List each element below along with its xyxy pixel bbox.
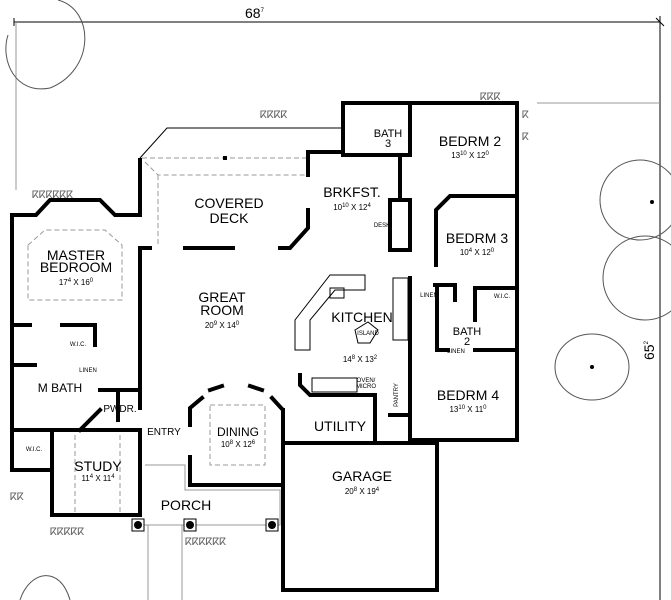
linen-label: LINEN — [447, 349, 465, 355]
svg-text:ⴽⴽⴽⴽⴽⴽ: ⴽⴽⴽⴽⴽⴽ — [32, 190, 73, 201]
brkfst-size: 1010 X 124 — [333, 203, 371, 212]
svg-text:ⴽⴽⴽⴽ: ⴽⴽⴽⴽ — [260, 110, 288, 121]
oven-label: OVEN/MICRO — [356, 378, 376, 390]
bedrm2-label: BEDRM 2 — [439, 133, 501, 149]
linen-label: LINEN — [420, 293, 438, 299]
svg-text:ⴽⴽⴽ: ⴽⴽⴽ — [480, 92, 501, 103]
svg-text:ⴽ: ⴽ — [522, 132, 529, 143]
island-label: ISLAND — [357, 331, 379, 337]
porch — [27, 229, 281, 600]
svg-text:ⴽ: ⴽ — [522, 110, 529, 121]
svg-text:ⴽⴽⴽⴽⴽ: ⴽⴽⴽⴽⴽ — [50, 527, 84, 538]
master-bedroom-size: 174 X 160 — [59, 278, 94, 287]
covered-deck — [139, 127, 343, 246]
bedrm4-size: 1310 X 110 — [449, 405, 487, 414]
wic-label: W.I.C. — [494, 294, 511, 300]
utility-label: UTILITY — [314, 418, 367, 434]
svg-text:ⴽⴽ: ⴽⴽ — [10, 492, 24, 503]
svg-text:ⴽⴽⴽⴽⴽⴽ: ⴽⴽⴽⴽⴽⴽ — [185, 537, 226, 548]
kitchen-counters — [294, 274, 409, 393]
dining-size: 108 X 126 — [221, 440, 256, 449]
porch-column — [186, 521, 194, 529]
m-bath-label: M BATH — [38, 381, 82, 395]
kitchen-label: KITCHEN — [331, 309, 392, 325]
garage-size: 208 X 194 — [345, 487, 380, 496]
kitchen-island — [354, 321, 379, 344]
pwdr-label: PWDR. — [103, 404, 136, 415]
bedrm2-size: 1310 X 120 — [451, 151, 489, 160]
porch-column — [134, 521, 142, 529]
overall-dimensions: 687 652 — [13, 5, 665, 600]
garage-label: GARAGE — [332, 468, 392, 484]
porch-column — [268, 521, 276, 529]
landscape-trees — [5, 0, 671, 600]
wic-label: W.I.C. — [70, 342, 87, 348]
bedrm3-label: BEDRM 3 — [446, 230, 508, 246]
bedrm3-size: 104 X 120 — [460, 248, 495, 257]
brkfst-label: BRKFST. — [323, 184, 381, 200]
overall-depth: 652 — [641, 340, 657, 360]
desk-label: DESK — [374, 223, 390, 229]
pantry-label: PANTRY — [394, 383, 400, 407]
dining-label: DINING — [217, 425, 259, 439]
landscape-shrubs: ⴽⴽⴽⴽⴽⴽ ⴽⴽⴽⴽ ⴽⴽⴽ ⴽ ⴽ ⴽⴽ ⴽⴽⴽⴽⴽ ⴽⴽⴽⴽⴽⴽ — [10, 92, 529, 548]
study-size: 114 X 114 — [81, 474, 115, 483]
linen-label: LINEN — [79, 368, 97, 374]
walls — [10, 101, 519, 592]
great-room-size: 209 X 140 — [205, 321, 240, 330]
wic-label: W.I.C. — [26, 447, 43, 453]
porch-label: PORCH — [161, 497, 212, 513]
entry-label: ENTRY — [147, 427, 181, 438]
kitchen-size: 148 X 132 — [343, 355, 378, 364]
overall-width: 687 — [245, 5, 265, 21]
bedrm4-label: BEDRM 4 — [437, 387, 499, 403]
study-label: STUDY — [74, 458, 122, 474]
